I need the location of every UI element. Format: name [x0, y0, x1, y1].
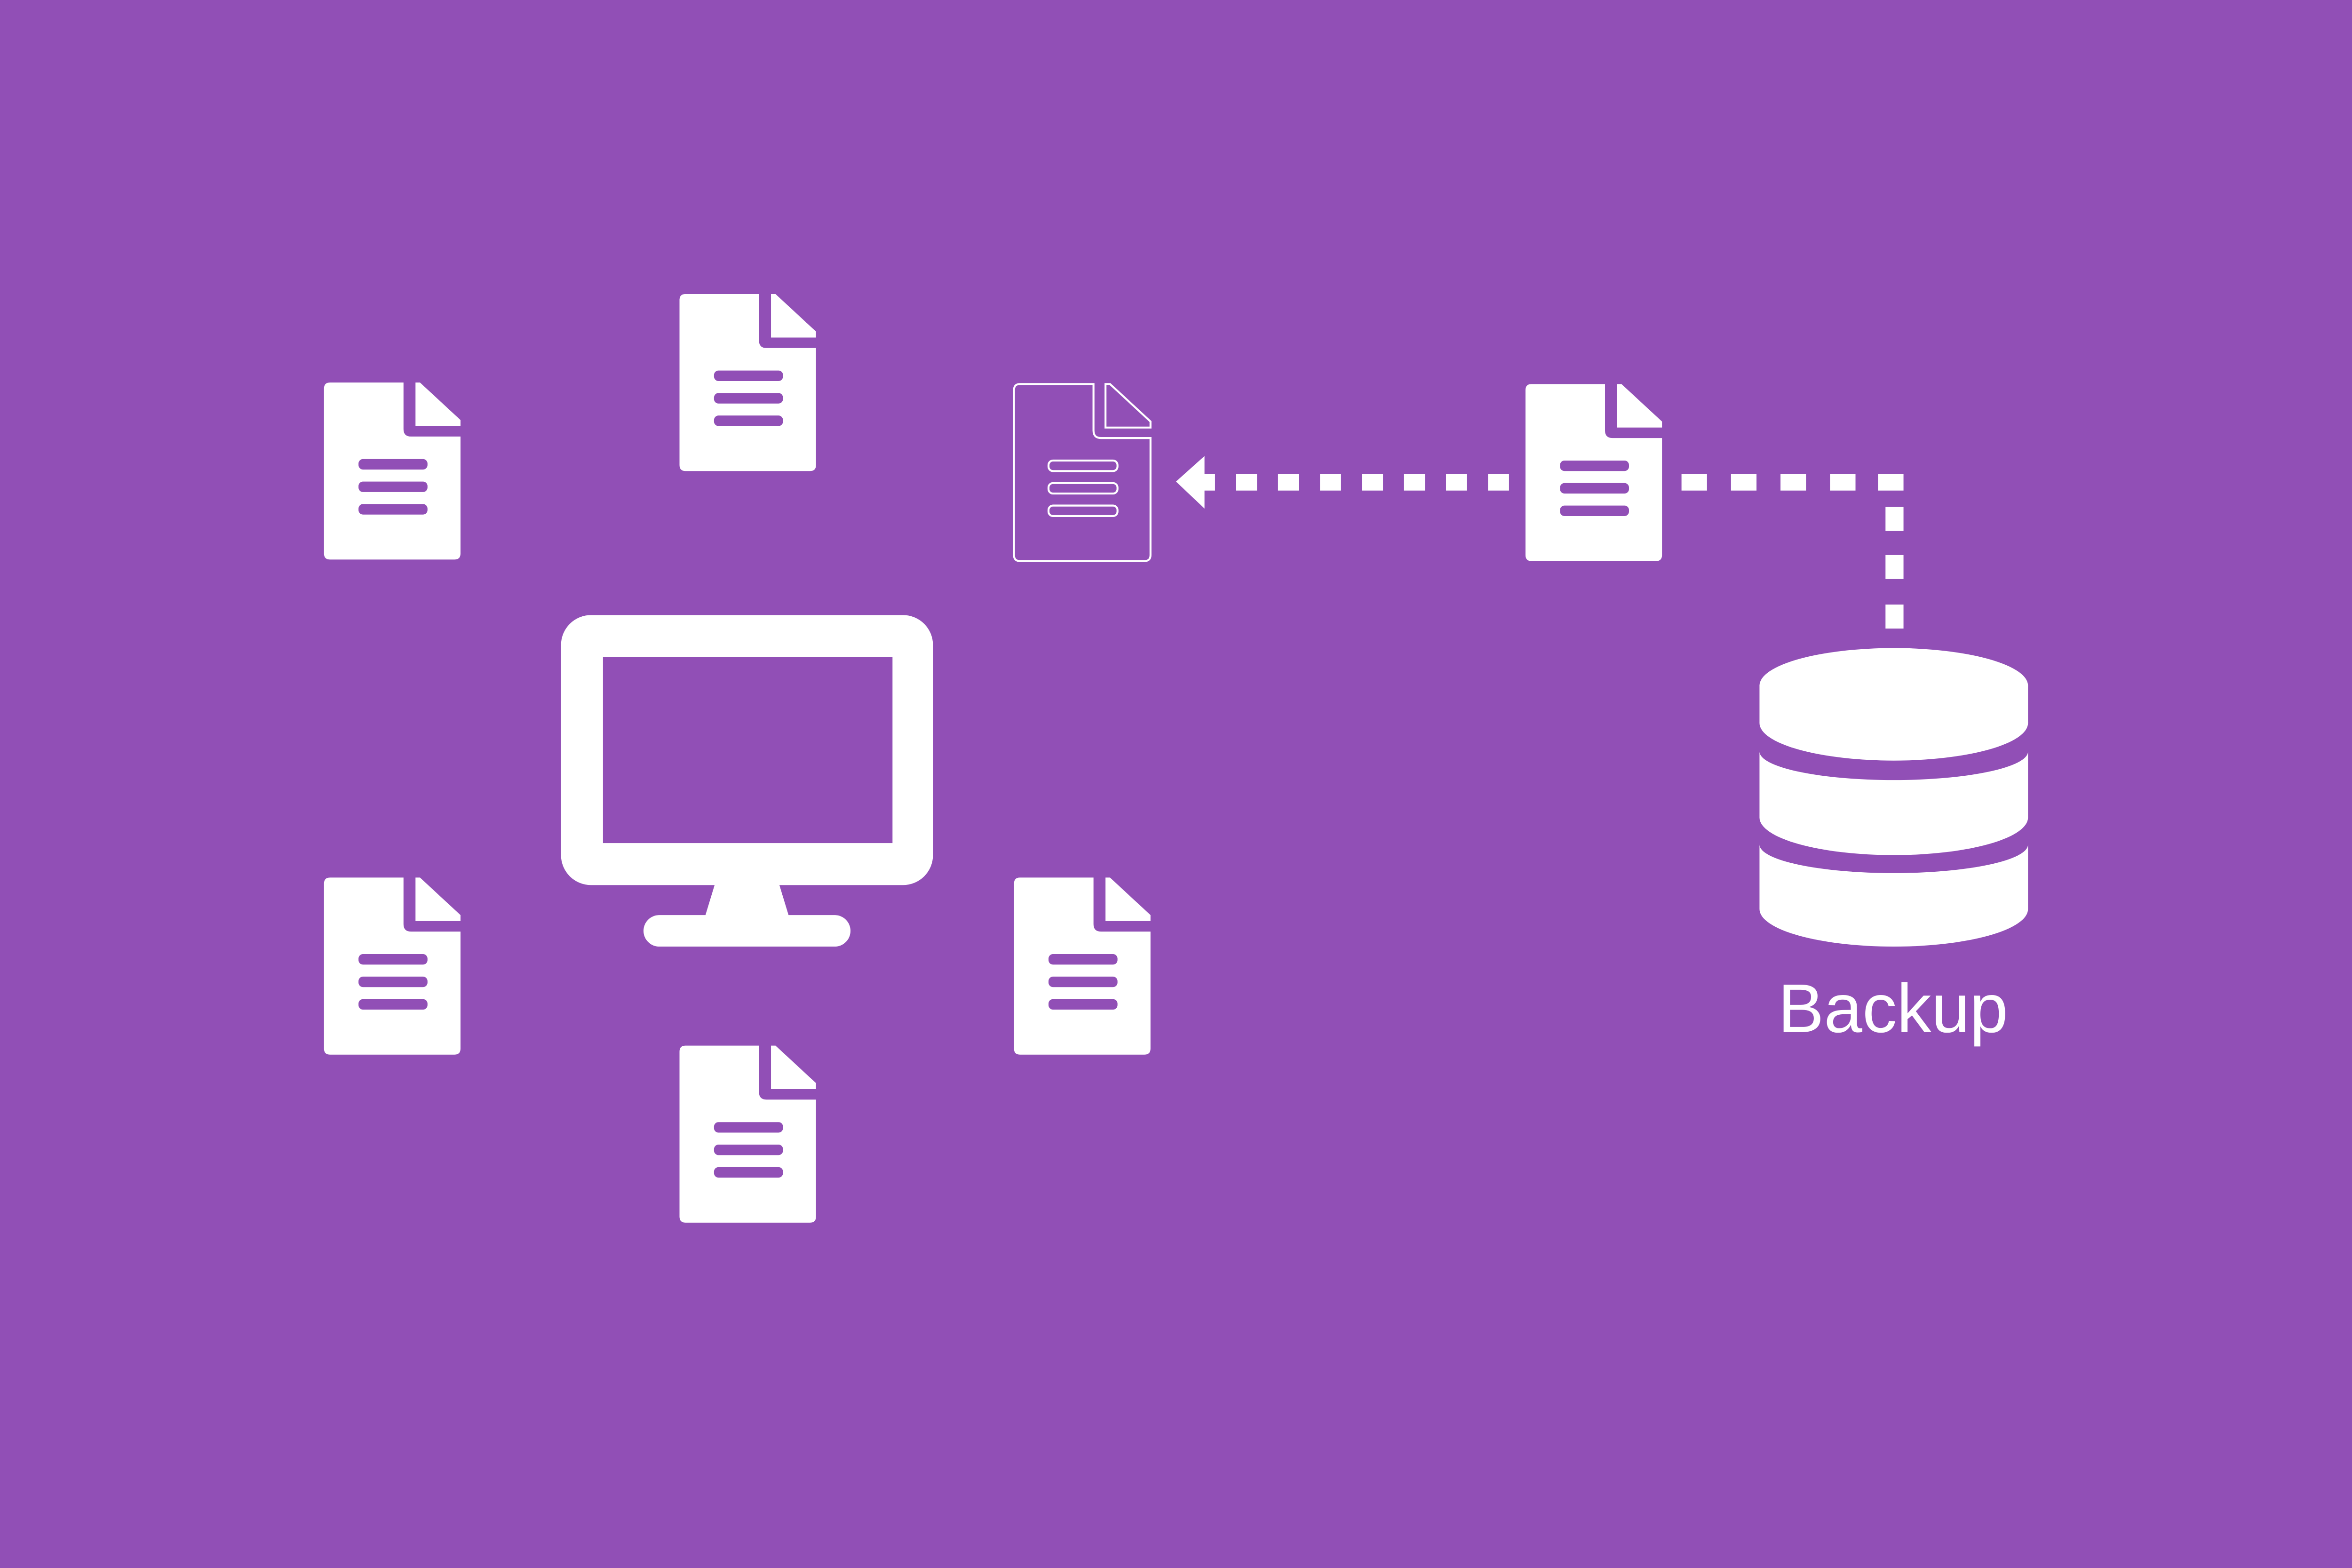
document-icon: [1014, 877, 1151, 1055]
document-icon: [679, 1045, 816, 1223]
document-icon: [324, 382, 461, 560]
restore-arrow: [1176, 456, 1509, 509]
document-icon: [679, 294, 816, 471]
arrow-head-icon: [1176, 456, 1215, 509]
backup-diagram: Backup: [324, 294, 2028, 1223]
database-label: Backup: [1778, 970, 2008, 1047]
database-icon: [1759, 648, 2028, 947]
document-icon: [324, 877, 461, 1055]
document-icon: [1525, 384, 1662, 561]
backup-connector: [1681, 474, 1904, 629]
monitor-icon: [561, 615, 933, 947]
